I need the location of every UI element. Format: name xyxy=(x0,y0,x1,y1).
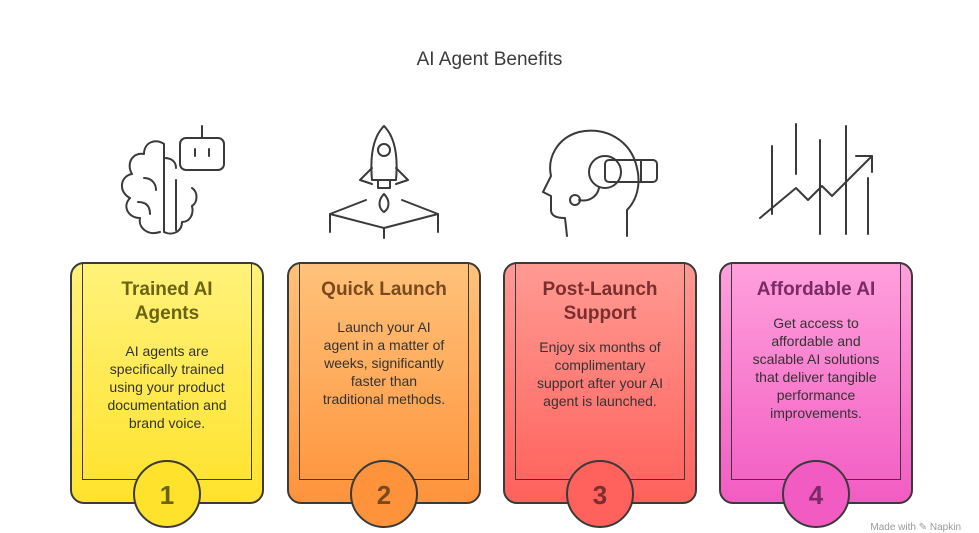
step-number-badge: 4 xyxy=(782,460,850,528)
headset-head-icon xyxy=(539,118,659,242)
brain-robot-icon xyxy=(108,118,228,242)
card-trained-ai-agents: Trained AI Agents AI agents are specific… xyxy=(70,262,264,530)
card-heading: Post-Launch Support xyxy=(542,279,658,324)
trend-chart-icon xyxy=(756,118,876,242)
card-heading: Trained AI Agents xyxy=(121,279,213,324)
card-affordable-ai: Affordable AI Get access to affordable a… xyxy=(719,262,913,530)
step-number-badge: 1 xyxy=(133,460,201,528)
card-heading: Quick Launch xyxy=(321,279,447,300)
step-number-badge: 2 xyxy=(350,460,418,528)
diagram-title: AI Agent Benefits xyxy=(416,49,563,70)
card-description: Get access to affordable and scalable AI… xyxy=(752,315,880,421)
card-post-launch-support: Post-Launch Support Enjoy six months of … xyxy=(503,262,697,530)
rocket-launch-icon xyxy=(324,118,444,242)
card-heading: Affordable AI xyxy=(756,279,876,300)
card-description: Launch your AI agent in a matter of week… xyxy=(322,319,446,407)
card-quick-launch: Quick Launch Launch your AI agent in a m… xyxy=(287,262,481,530)
step-number-badge: 3 xyxy=(566,460,634,528)
card-description: AI agents are specifically trained using… xyxy=(107,343,227,431)
made-with-credit: Made with ✎ Napkin xyxy=(870,522,961,533)
card-description: Enjoy six months of complimentary suppor… xyxy=(536,339,664,409)
